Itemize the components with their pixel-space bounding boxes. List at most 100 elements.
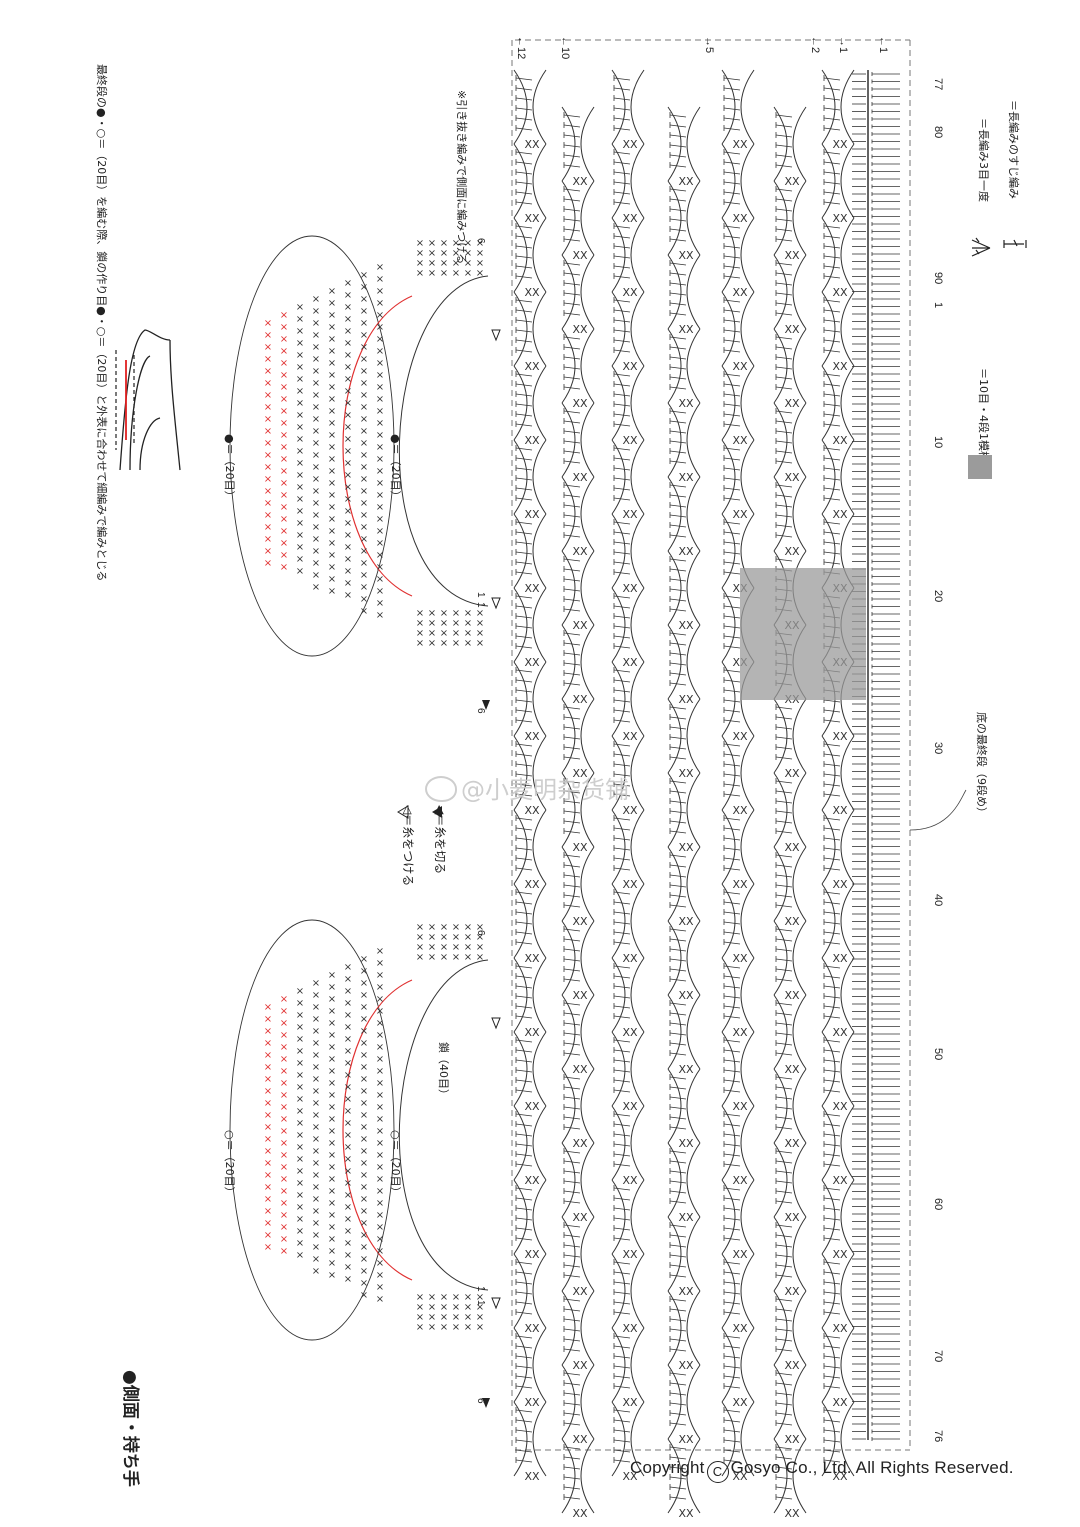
handle-sc-stitch: × <box>328 1198 336 1209</box>
handle-sc-stitch: × <box>264 1182 272 1193</box>
treble-stitch <box>669 864 687 868</box>
treble-stitch <box>669 1298 687 1302</box>
handle-sc-stitch: × <box>280 538 288 549</box>
scallop-arc <box>513 513 528 589</box>
scallop-arc <box>821 1105 836 1181</box>
sc-stitch: XX <box>622 730 638 743</box>
sc-stitch: XX <box>732 1470 748 1483</box>
handle-sc-stitch: × <box>280 1114 288 1125</box>
treble-stitch <box>515 171 533 175</box>
treble-stitch <box>515 1227 533 1231</box>
scallop-arc <box>721 1031 736 1107</box>
handle-sc-stitch: × <box>344 1274 352 1285</box>
treble-stitch <box>515 329 533 333</box>
labels: ●側面・持ち手 最終段の●・○＝（20目）を編む際、鎖の作り目●・○＝（20目）… <box>95 64 1021 1487</box>
handle-sc-stitch: × <box>416 248 424 259</box>
treble-stitch <box>563 1096 581 1100</box>
sc-stitch: XX <box>572 397 588 410</box>
treble-stitch <box>723 319 741 323</box>
treble-stitch <box>515 1459 533 1463</box>
handle-sc-stitch: × <box>360 1182 368 1193</box>
treble-stitch <box>823 1419 841 1423</box>
treble-stitch <box>775 780 793 784</box>
handle-sc-stitch: × <box>344 590 352 601</box>
handle-sc-stitch: × <box>312 990 320 1001</box>
scallop-arc <box>840 365 855 441</box>
handle-sc-stitch: × <box>360 1062 368 1073</box>
treble-stitch <box>775 1244 793 1248</box>
treble-stitch <box>613 521 631 525</box>
scallop-arc <box>667 328 682 404</box>
handle-sc-stitch: × <box>328 334 336 345</box>
treble-stitch <box>823 1375 841 1379</box>
handle-sc-stitch: × <box>312 318 320 329</box>
scallop-arc <box>686 180 701 256</box>
treble-stitch <box>613 1005 631 1009</box>
treble-stitch <box>823 1059 841 1063</box>
scallop-arc <box>532 809 547 885</box>
treble-stitch <box>613 161 631 165</box>
handle-sc-stitch: × <box>280 550 288 561</box>
treble-stitch <box>563 134 581 138</box>
sc-stitch: XX <box>622 1100 638 1113</box>
scallop-arc <box>721 69 736 145</box>
treble-stitch <box>563 736 581 740</box>
handle-sc-stitch: × <box>264 366 272 377</box>
handle-sc-stitch: × <box>296 1226 304 1237</box>
handle-sc-stitch: × <box>452 932 460 943</box>
treble-stitch <box>515 561 533 565</box>
handle-sc-stitch: × <box>464 618 472 629</box>
treble-stitch <box>563 386 581 390</box>
scallop-arc <box>580 920 595 996</box>
treble-stitch <box>563 366 581 370</box>
scallop-arc <box>821 1179 836 1255</box>
treble-stitch <box>563 420 581 424</box>
scallop-arc <box>740 957 755 1033</box>
treble-stitch <box>563 1012 581 1016</box>
treble-stitch <box>563 1180 581 1184</box>
handle-sc-stitch: × <box>376 346 384 357</box>
treble-stitch <box>775 1022 793 1026</box>
treble-stitch <box>563 632 581 636</box>
treble-stitch <box>613 1059 631 1063</box>
treble-stitch <box>613 403 631 407</box>
handle-sc-stitch: × <box>296 1142 304 1153</box>
scallop-arc <box>740 143 755 219</box>
treble-stitch <box>515 339 533 343</box>
treble-stitch <box>563 780 581 784</box>
sc-stitch: XX <box>622 286 638 299</box>
scallop-arc <box>667 1142 682 1218</box>
handle-sc-stitch: × <box>296 542 304 553</box>
handle-sc-stitch: × <box>360 486 368 497</box>
treble-stitch <box>823 457 841 461</box>
scallop-arc <box>773 920 788 996</box>
handle-sc-stitch: × <box>328 1078 336 1089</box>
treble-stitch <box>723 309 741 313</box>
join-yarn-icon <box>491 1017 501 1030</box>
treble-stitch <box>823 699 841 703</box>
sc-stitch: XX <box>678 1433 694 1446</box>
handle-sc-stitch: × <box>296 1238 304 1249</box>
treble-stitch <box>723 373 741 377</box>
handle-sc-stitch: × <box>312 366 320 377</box>
treble-stitch <box>563 460 581 464</box>
treble-stitch <box>669 894 687 898</box>
handle-sc-stitch: × <box>360 978 368 989</box>
handle-sc-stitch: × <box>428 628 436 639</box>
handle-sc-stitch: × <box>360 606 368 617</box>
treble-stitch <box>723 793 741 797</box>
treble-stitch <box>515 1049 533 1053</box>
treble-stitch <box>613 595 631 599</box>
handle-sc-stitch: × <box>360 1050 368 1061</box>
sc-stitch: XX <box>732 1026 748 1039</box>
sc-stitch: XX <box>732 360 748 373</box>
handle-sc-stitch: × <box>416 1292 424 1303</box>
handle-sc-stitch: × <box>376 1078 384 1089</box>
sc-stitch: XX <box>784 545 800 558</box>
treble-stitch <box>775 1308 793 1312</box>
treble-stitch <box>723 1281 741 1285</box>
treble-stitch <box>723 867 741 871</box>
treble-stitch <box>613 1429 631 1433</box>
treble-stitch <box>563 1076 581 1080</box>
